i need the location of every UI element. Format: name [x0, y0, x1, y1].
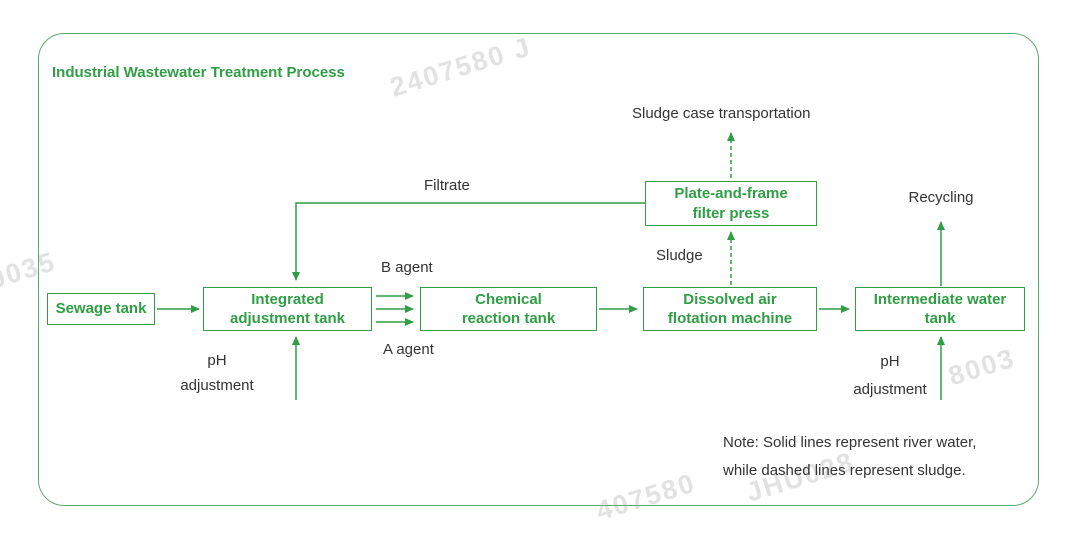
- adjustment-text: adjustment: [180, 377, 254, 394]
- label-sludge: Sludge: [656, 247, 703, 264]
- label-filtrate: Filtrate: [424, 177, 470, 194]
- ph-text: pH: [880, 353, 900, 370]
- node-label-line: Sewage tank: [55, 300, 147, 318]
- label-ph-adjustment-right: pH adjustment: [840, 348, 940, 404]
- node-intermediate-water-tank: Intermediate water tank: [855, 287, 1025, 331]
- node-label-line: Chemical: [475, 290, 542, 308]
- node-label-line: reaction tank: [461, 310, 556, 327]
- diagram-frame: [38, 33, 1039, 506]
- legend-note: Note: Solid lines represent river water,…: [723, 429, 976, 485]
- node-label-line: Plate-and-frame: [674, 185, 788, 202]
- node-sewage-tank: Sewage tank: [47, 293, 155, 325]
- note-line: while dashed lines represent sludge.: [723, 462, 966, 479]
- node-label-line: Dissolved air: [683, 290, 777, 308]
- ph-text: pH: [207, 352, 227, 369]
- node-label-line: flotation machine: [667, 310, 793, 327]
- arrow-filtrate-return: [292, 202, 645, 281]
- label-sludge-case-transportation: Sludge case transportation: [632, 105, 811, 122]
- node-label-line: Intermediate water: [873, 290, 1007, 308]
- node-label-line: Integrated: [251, 290, 324, 308]
- label-recycling: Recycling: [908, 189, 974, 206]
- label-a-agent: A agent: [383, 341, 434, 358]
- node-label-line: adjustment tank: [229, 310, 346, 327]
- node-label-line: filter press: [692, 204, 770, 222]
- node-plate-and-frame-filter-press: Plate-and-frame filter press: [645, 181, 817, 226]
- note-line: Note: Solid lines represent river water,: [723, 434, 977, 451]
- node-label-line: tank: [924, 310, 956, 327]
- adjustment-text: adjustment: [853, 381, 927, 398]
- label-ph-adjustment-left: pH adjustment: [167, 348, 267, 398]
- diagram-title: Industrial Wastewater Treatment Process: [52, 64, 345, 81]
- node-dissolved-air-flotation-machine: Dissolved air flotation machine: [643, 287, 817, 331]
- node-integrated-adjustment-tank: Integrated adjustment tank: [203, 287, 372, 331]
- label-b-agent: B agent: [381, 259, 433, 276]
- node-chemical-reaction-tank: Chemical reaction tank: [420, 287, 597, 331]
